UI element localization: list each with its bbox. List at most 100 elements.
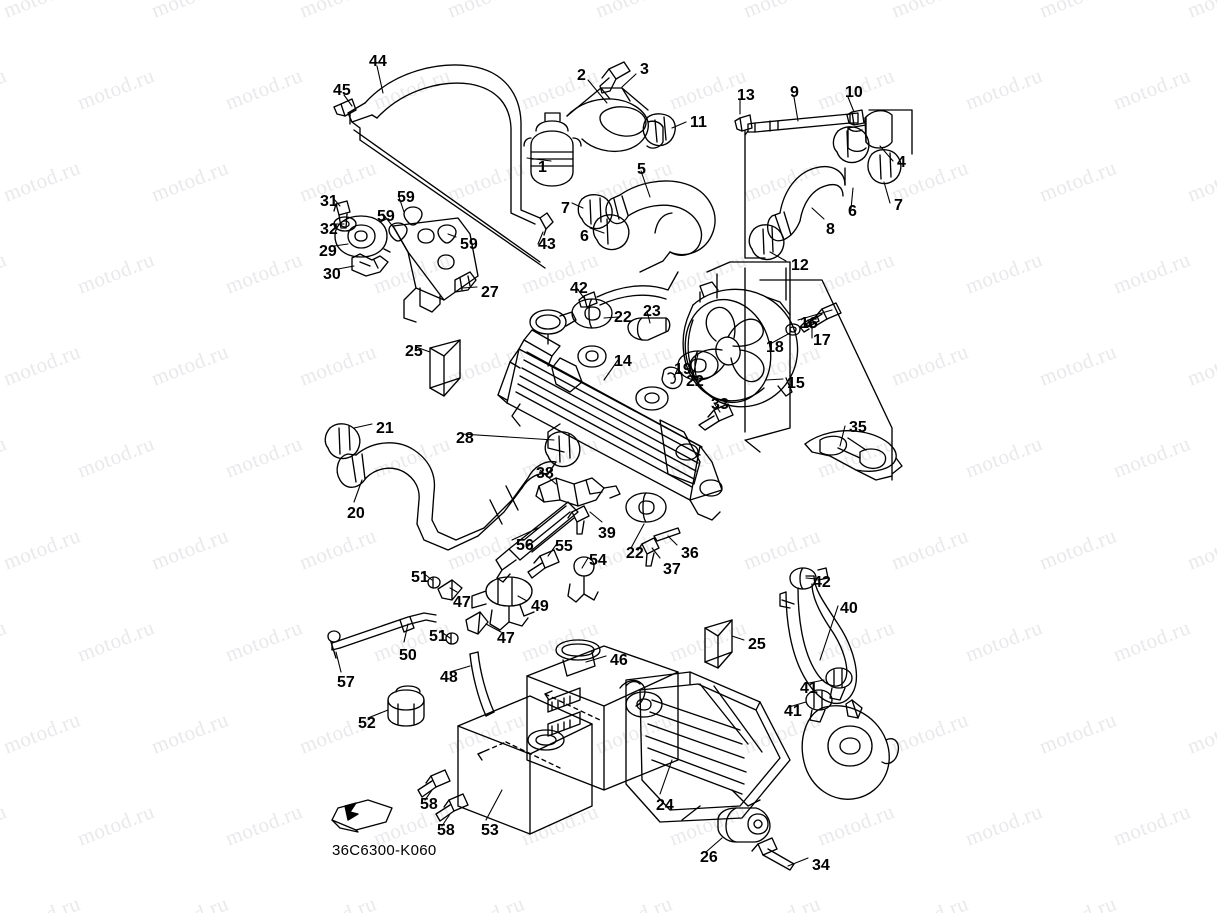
part-35-stay xyxy=(804,430,903,481)
callout-number-20[interactable]: 20 xyxy=(347,505,365,522)
callout-number-18[interactable]: 18 xyxy=(766,339,784,356)
callout-number-47[interactable]: 47 xyxy=(497,630,515,647)
callout-number-34[interactable]: 34 xyxy=(812,857,830,874)
callout-number-51[interactable]: 51 xyxy=(429,628,447,645)
part-58-bolt-a xyxy=(417,769,451,798)
upper-bleed-hose xyxy=(596,271,679,298)
callout-number-38[interactable]: 38 xyxy=(536,465,554,482)
callout-number-32[interactable]: 32 xyxy=(320,221,338,238)
callout-number-50[interactable]: 50 xyxy=(399,647,417,664)
callout-number-47[interactable]: 47 xyxy=(453,594,471,611)
part-48-hose xyxy=(469,651,495,717)
callout-number-31[interactable]: 31 xyxy=(320,193,338,210)
bottom-right-component xyxy=(801,699,900,800)
callout-number-43[interactable]: 43 xyxy=(538,236,556,253)
callout-number-54[interactable]: 54 xyxy=(589,552,607,569)
part-33-bolt xyxy=(698,403,734,431)
group-bracket-12 xyxy=(744,130,766,259)
callout-number-1[interactable]: 1 xyxy=(538,159,547,176)
callout-number-39[interactable]: 39 xyxy=(598,525,616,542)
callout-number-16[interactable]: 16 xyxy=(800,315,818,332)
callout-number-2[interactable]: 2 xyxy=(577,67,586,84)
callout-number-44[interactable]: 44 xyxy=(369,53,387,70)
callout-number-49[interactable]: 49 xyxy=(531,598,549,615)
callout-number-40[interactable]: 40 xyxy=(840,600,858,617)
callout-number-4[interactable]: 4 xyxy=(897,154,906,171)
callout-number-42[interactable]: 42 xyxy=(570,280,588,297)
callout-number-3[interactable]: 3 xyxy=(640,61,649,78)
part-6-clamp-left xyxy=(592,214,630,251)
callout-number-11[interactable]: 11 xyxy=(690,114,707,131)
callout-number-25[interactable]: 25 xyxy=(405,343,423,360)
callout-number-41[interactable]: 41 xyxy=(784,703,802,720)
callout-number-13[interactable]: 13 xyxy=(737,87,755,104)
part-24-shroud xyxy=(625,671,791,823)
callout-number-19[interactable]: 19 xyxy=(674,361,692,378)
callout-number-22[interactable]: 22 xyxy=(614,309,632,326)
callout-number-30[interactable]: 30 xyxy=(323,266,341,283)
callout-number-59[interactable]: 59 xyxy=(460,236,478,253)
callout-number-24[interactable]: 24 xyxy=(656,797,674,814)
callout-number-6[interactable]: 6 xyxy=(848,203,857,220)
callout-number-53[interactable]: 53 xyxy=(481,822,499,839)
part-14-radiator xyxy=(497,309,723,521)
part-47-pipe-upper xyxy=(437,579,463,601)
callout-number-35[interactable]: 35 xyxy=(849,419,867,436)
callout-number-46[interactable]: 46 xyxy=(610,652,628,669)
part-55-bolt xyxy=(527,549,560,579)
callout-number-41[interactable]: 41 xyxy=(800,680,818,697)
callout-number-17[interactable]: 17 xyxy=(813,332,831,349)
bracket-35-group xyxy=(759,279,893,481)
callout-number-22[interactable]: 22 xyxy=(686,373,704,390)
callout-number-48[interactable]: 48 xyxy=(440,669,458,686)
leader-45-body xyxy=(351,121,361,141)
callout-number-29[interactable]: 29 xyxy=(319,243,337,260)
callout-number-21[interactable]: 21 xyxy=(376,420,394,437)
callout-number-12[interactable]: 12 xyxy=(791,257,809,274)
fwd-marker xyxy=(331,799,393,833)
callout-number-55[interactable]: 55 xyxy=(555,538,573,555)
callout-number-15[interactable]: 15 xyxy=(787,375,805,392)
part-47-pipe-lower xyxy=(465,611,489,635)
part-41-clip-a xyxy=(825,667,853,701)
callout-number-8[interactable]: 8 xyxy=(826,221,835,238)
part-27-bracket xyxy=(392,217,479,323)
part-26-grommet xyxy=(717,807,771,843)
callout-number-36[interactable]: 36 xyxy=(681,545,699,562)
part-22-bushing-a xyxy=(571,298,613,329)
callout-number-28[interactable]: 28 xyxy=(456,430,474,447)
part-50-hose xyxy=(331,612,437,651)
callout-number-42[interactable]: 42 xyxy=(813,574,831,591)
callout-number-10[interactable]: 10 xyxy=(845,84,863,101)
callout-number-26[interactable]: 26 xyxy=(700,849,718,866)
part-49-thermo-switch xyxy=(471,576,535,631)
callout-number-37[interactable]: 37 xyxy=(663,561,681,578)
callout-number-58[interactable]: 58 xyxy=(420,796,438,813)
callout-number-6[interactable]: 6 xyxy=(580,228,589,245)
part-53-reservoir xyxy=(457,695,593,835)
callout-number-58[interactable]: 58 xyxy=(437,822,455,839)
part-2-housing xyxy=(566,87,664,153)
callout-number-51[interactable]: 51 xyxy=(411,569,429,586)
part-59-grommets xyxy=(388,206,457,244)
callout-number-5[interactable]: 5 xyxy=(637,161,646,178)
callout-number-7[interactable]: 7 xyxy=(561,200,570,217)
callout-number-27[interactable]: 27 xyxy=(481,284,499,301)
callout-number-9[interactable]: 9 xyxy=(790,84,799,101)
callout-number-59[interactable]: 59 xyxy=(397,189,415,206)
part-29-cap xyxy=(334,215,391,258)
callout-number-14[interactable]: 14 xyxy=(614,353,632,370)
callout-number-59[interactable]: 59 xyxy=(377,208,395,225)
callout-number-22[interactable]: 22 xyxy=(626,545,644,562)
callout-number-57[interactable]: 57 xyxy=(337,674,355,691)
part-1-thermostat xyxy=(523,112,582,187)
callout-number-33[interactable]: 33 xyxy=(711,396,729,413)
callout-number-52[interactable]: 52 xyxy=(358,715,376,732)
callout-number-45[interactable]: 45 xyxy=(333,82,351,99)
callout-number-25[interactable]: 25 xyxy=(748,636,766,653)
callout-number-23[interactable]: 23 xyxy=(643,303,661,320)
part-13-clamp xyxy=(734,114,753,132)
callout-number-56[interactable]: 56 xyxy=(516,537,534,554)
callout-number-7[interactable]: 7 xyxy=(894,197,903,214)
